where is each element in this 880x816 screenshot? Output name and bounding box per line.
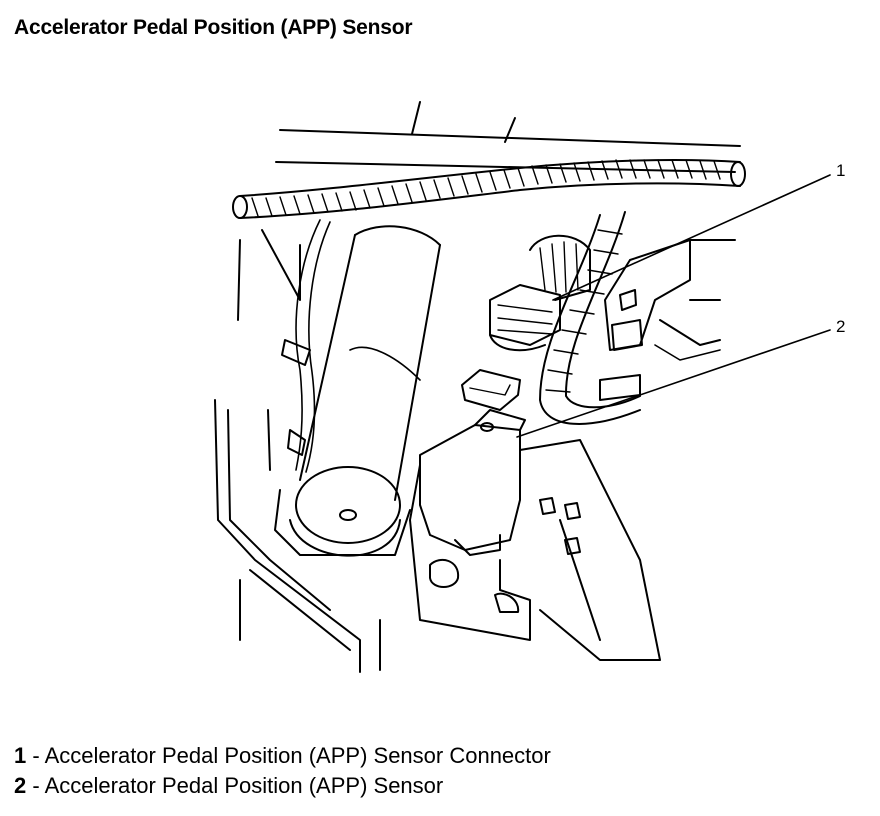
left-bracket (214, 219, 361, 673)
app-sensor-illustration: 1 2 (214, 101, 845, 673)
legend-item-number: 2 (14, 773, 27, 798)
legend-separator: - (26, 773, 45, 798)
callout-leaders (516, 174, 831, 438)
pedal-bracket (249, 439, 661, 671)
dash-structure (275, 101, 741, 173)
upper-wiring-harness (232, 159, 746, 219)
legend-item-2: 2 - Accelerator Pedal Position (APP) Sen… (14, 771, 551, 801)
app-sensor-body (419, 369, 526, 556)
legend-item-label: Accelerator Pedal Position (APP) Sensor … (44, 743, 551, 768)
legend-item-1: 1 - Accelerator Pedal Position (APP) Sen… (14, 741, 551, 771)
right-wiring-harness (539, 211, 641, 425)
callout-1-number: 1 (836, 161, 845, 180)
line-drawing: 1 2 (214, 101, 845, 673)
legend: 1 - Accelerator Pedal Position (APP) Sen… (14, 741, 551, 801)
legend-item-label: Accelerator Pedal Position (APP) Sensor (44, 773, 444, 798)
callout-1-leader (552, 174, 831, 301)
callout-2-leader (516, 329, 831, 438)
right-modules (599, 239, 736, 401)
page-title: Accelerator Pedal Position (APP) Sensor (14, 16, 413, 39)
callout-2-number: 2 (836, 317, 845, 336)
steering-column (274, 225, 441, 557)
legend-item-number: 1 (14, 743, 27, 768)
app-sensor-connector (489, 234, 591, 352)
legend-separator: - (26, 743, 45, 768)
